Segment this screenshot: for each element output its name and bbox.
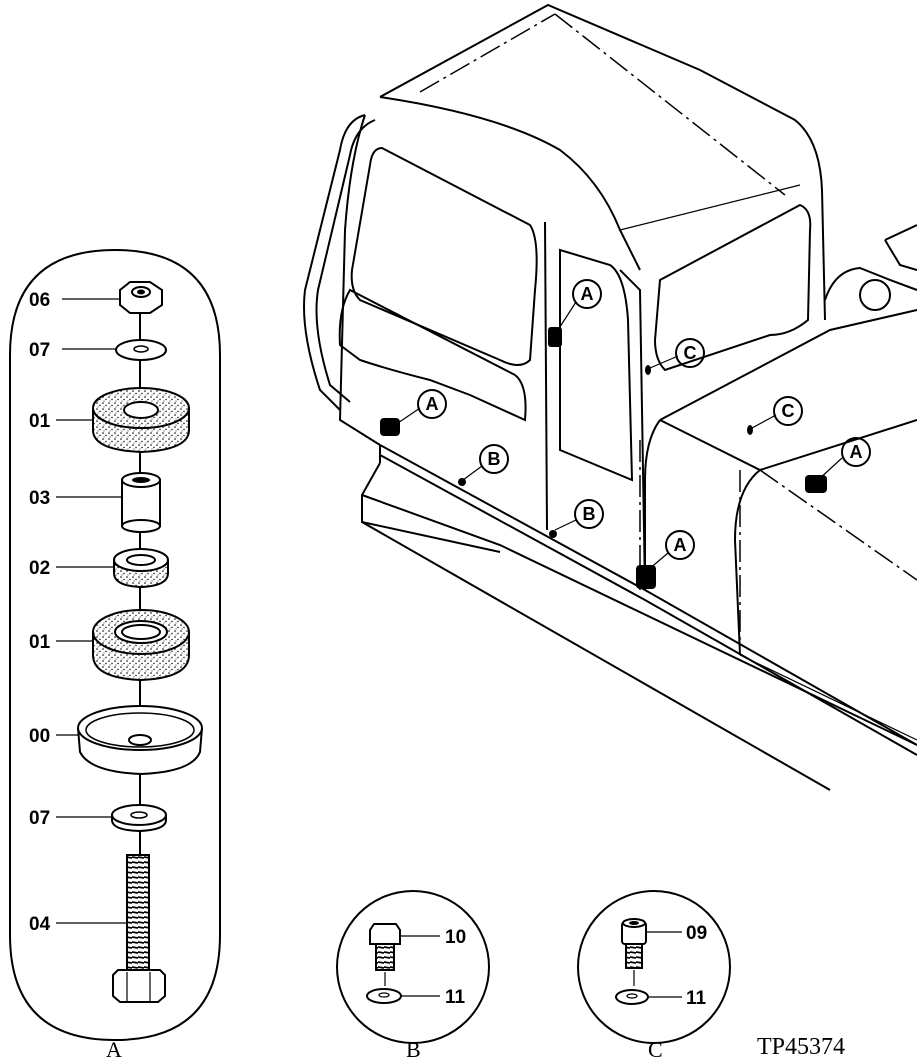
part-labels-a: 06 07 01 03 02 01 00 07 04 [29, 290, 127, 935]
svg-text:A: A [581, 284, 594, 304]
callout-a-2: A [555, 279, 602, 334]
svg-text:B: B [488, 449, 501, 469]
svg-text:A: A [426, 394, 439, 414]
cab-illustration [303, 3, 917, 791]
collar-sleeve [121, 472, 161, 533]
bushing [113, 548, 169, 589]
svg-text:A: A [850, 442, 863, 462]
mount-bolt-marker [380, 327, 827, 589]
svg-text:C: C [684, 343, 697, 363]
callout-b-2: B [554, 499, 604, 531]
retainer-cup [77, 705, 203, 776]
part-label-01: 01 [29, 411, 51, 432]
part-label-07: 07 [29, 340, 50, 361]
part-label-03: 03 [29, 488, 50, 509]
callout-a-1: A [394, 389, 447, 426]
part-label-06: 06 [29, 290, 50, 311]
detail-c-letter: C [648, 1037, 663, 1059]
part-label-01b: 01 [29, 632, 51, 653]
detail-a-letter: A [106, 1037, 122, 1059]
part-label-09: 09 [686, 923, 707, 944]
cab-callouts: A A A A B B C C [394, 279, 871, 571]
part-label-02: 02 [29, 558, 50, 579]
callout-a-3: A [647, 530, 695, 571]
callout-b-1: B [462, 444, 509, 481]
part-label-11: 11 [445, 987, 466, 1008]
detail-a: 06 07 01 03 02 01 00 07 04 A [9, 248, 221, 1059]
callout-c-2: C [751, 396, 803, 429]
svg-text:B: B [583, 504, 596, 524]
rubber-cushion-bottom [92, 609, 190, 682]
part-label-11b: 11 [686, 988, 707, 1009]
rubber-cushion-top [92, 387, 190, 454]
callout-c-1: C [649, 338, 705, 369]
svg-text:C: C [782, 401, 795, 421]
bolt [112, 854, 166, 1003]
detail-b-letter: B [406, 1037, 421, 1059]
detail-c: 09 11 C [577, 890, 731, 1059]
part-label-07b: 07 [29, 808, 50, 829]
callout-a-4: A [817, 437, 871, 481]
part-label-04: 04 [29, 914, 51, 935]
washer-top [115, 339, 167, 361]
part-label-10: 10 [445, 927, 466, 948]
svg-text:A: A [674, 535, 687, 555]
nut [119, 281, 163, 314]
washer-bottom [111, 804, 167, 833]
detail-b: 10 11 B [336, 890, 490, 1059]
part-label-00: 00 [29, 726, 50, 747]
drawing-code: TP45374 [757, 1034, 845, 1059]
